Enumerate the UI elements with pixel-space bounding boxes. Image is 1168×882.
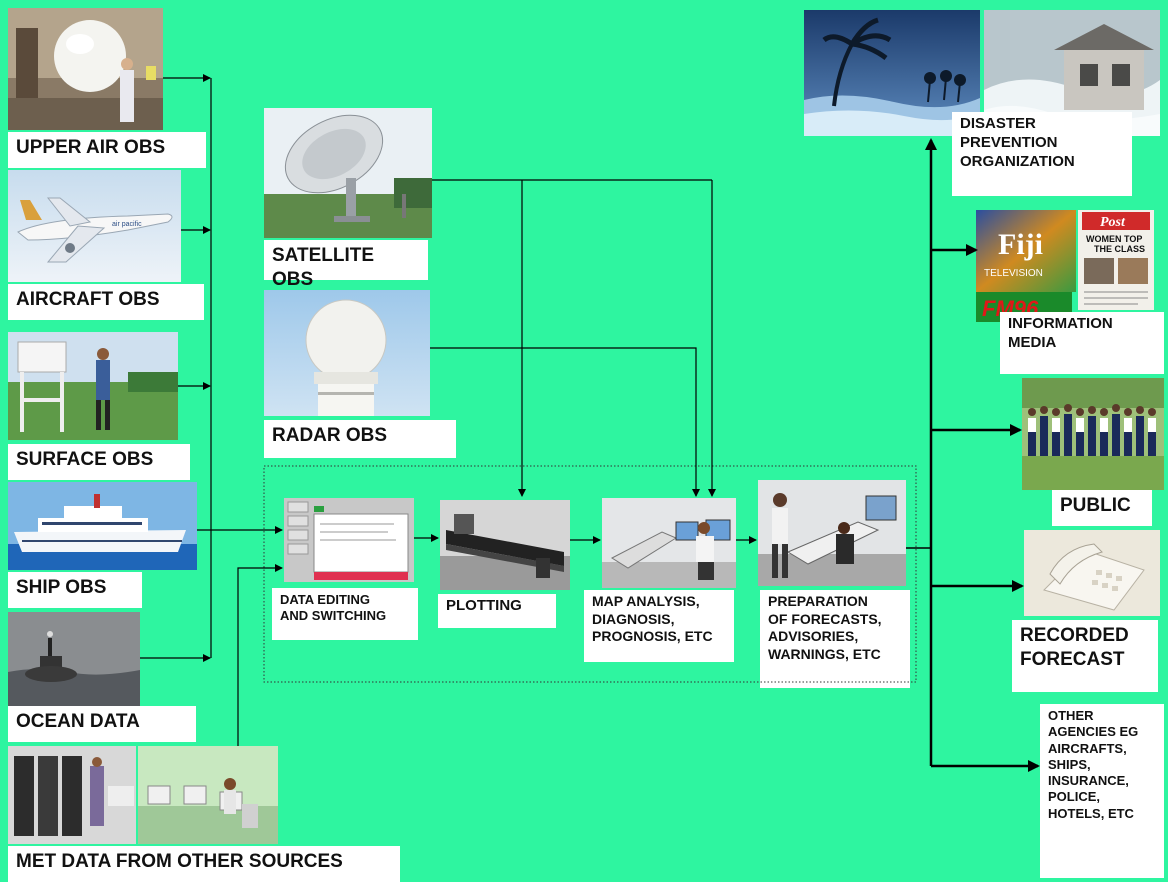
radar-dome-photo (264, 290, 430, 416)
map-analysis-label: MAP ANALYSIS, DIAGNOSIS, PROGNOSIS, ETC (584, 590, 734, 662)
data-editing-screen-photo (284, 498, 414, 582)
surface-photo (8, 332, 178, 440)
arrow-met-other-to-editing (237, 564, 283, 746)
public-label: PUBLIC (1052, 490, 1152, 526)
preparation-label: PREPARATION OF FORECASTS, ADVISORIES, WA… (760, 590, 910, 688)
met-other-label: MET DATA FROM OTHER SOURCES (8, 846, 400, 882)
tv-sub-text: TELEVISION (984, 268, 1043, 279)
ocean-label: OCEAN DATA (8, 706, 196, 742)
disaster-label: DISASTER PREVENTION ORGANIZATION (952, 112, 1132, 196)
upper-air-label: UPPER AIR OBS (8, 132, 206, 168)
satellite-dish-photo (264, 108, 432, 238)
fiji-tv-photo: Fiji TELEVISION (976, 210, 1076, 292)
other-agencies-label: OTHER AGENCIES EG AIRCRAFTS, SHIPS, INSU… (1040, 704, 1164, 878)
newspaper-photo: Post WOMEN TOP THE CLASS (1078, 210, 1154, 310)
plotter-photo (440, 500, 570, 590)
plotting-label: PLOTTING (438, 594, 556, 628)
headline-line-2: THE CLASS (1094, 244, 1145, 254)
public-group-photo (1022, 378, 1164, 490)
aircraft-photo: air pacific (8, 170, 181, 282)
radar-label: RADAR OBS (264, 420, 456, 458)
ship-label: SHIP OBS (8, 572, 142, 608)
aircraft-livery-text: air pacific (112, 221, 142, 228)
recorded-forecast-label: RECORDED FORECAST (1012, 620, 1158, 692)
arrow-radar-to-analysis (430, 347, 700, 497)
processing-frame (263, 465, 917, 683)
data-editing-label: DATA EDITING AND SWITCHING (272, 588, 418, 640)
ocean-buoy-photo (8, 612, 140, 706)
ship-photo (8, 482, 197, 570)
newspaper-name-text: Post (1100, 215, 1126, 230)
tv-logo-text: Fiji (998, 228, 1043, 261)
headline-line-1: WOMEN TOP (1086, 234, 1142, 244)
storm-photo (804, 10, 980, 136)
satellite-label: SATELLITE OBS (264, 240, 428, 290)
surface-label: SURFACE OBS (8, 444, 190, 480)
aircraft-label: AIRCRAFT OBS (8, 284, 204, 320)
upper-air-photo (8, 8, 163, 130)
telephone-photo (1024, 530, 1160, 616)
computer-lab-photo (138, 746, 278, 844)
server-room-photo (8, 746, 136, 844)
media-label: INFORMATION MEDIA (1000, 312, 1164, 374)
map-analysis-photo (602, 498, 736, 588)
forecast-preparation-photo (758, 480, 906, 586)
